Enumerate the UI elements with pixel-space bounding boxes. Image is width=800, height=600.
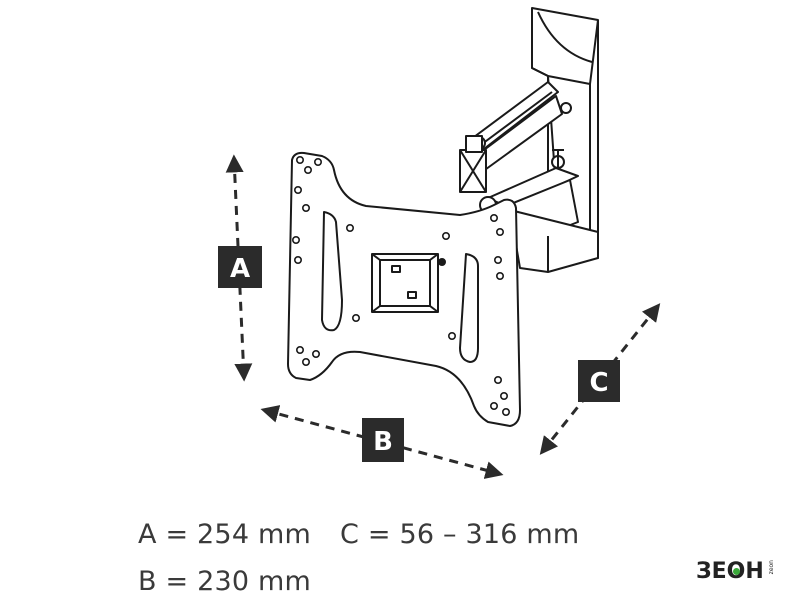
svg-text:A: A <box>230 254 250 284</box>
brand-logo-dot <box>733 568 740 575</box>
rear-bracket <box>509 209 599 273</box>
brand-logo-text: ЗЕОН <box>696 559 764 584</box>
brand-logo-side-text: zeon <box>768 560 775 575</box>
label-b: B <box>362 418 404 462</box>
label-c: C <box>578 360 620 402</box>
dimension-b-text: B = 230 mm <box>138 566 312 597</box>
label-a: A <box>218 246 262 288</box>
svg-text:B: B <box>373 427 393 457</box>
mounting-holes <box>291 156 510 416</box>
dimension-arrow-a <box>225 154 253 382</box>
tv-plate <box>287 151 521 427</box>
brand-logo: ЗЕОН zeon <box>696 558 782 590</box>
dimension-arrow-b <box>260 405 504 479</box>
dimension-c-text: C = 56 – 316 mm <box>340 519 580 550</box>
dimension-a-text: A = 254 mm <box>138 519 311 550</box>
svg-text:C: C <box>589 368 608 398</box>
